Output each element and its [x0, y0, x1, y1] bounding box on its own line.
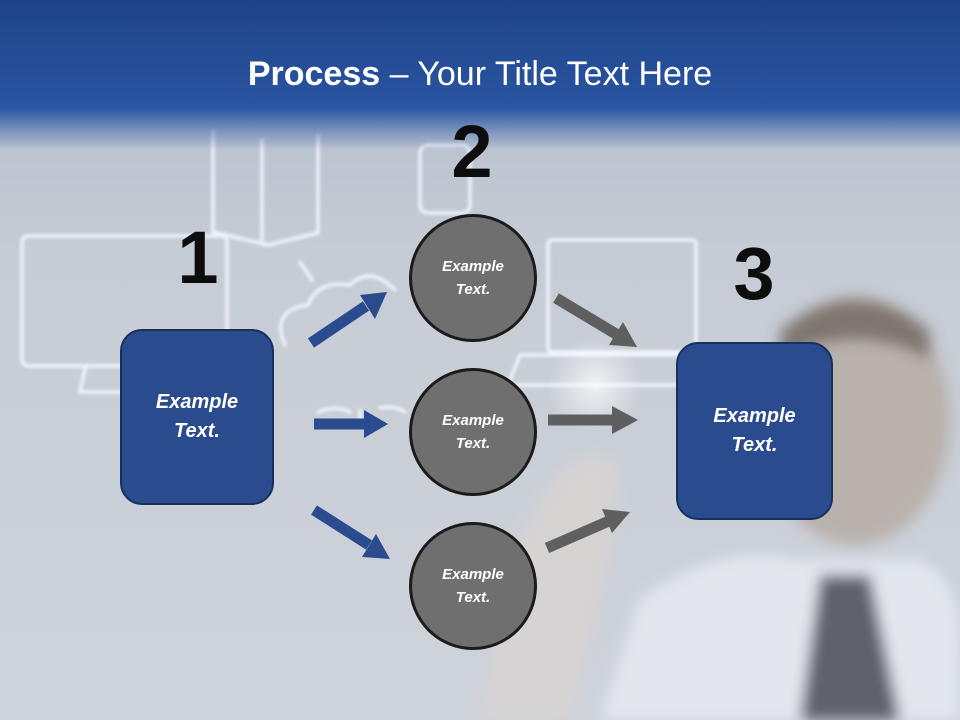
title-bar [0, 0, 960, 150]
circle-middle: Example Text. [409, 368, 537, 496]
title-rest: – Your Title Text Here [380, 55, 713, 93]
step-number-1: 1 [177, 216, 219, 299]
arrow-from-bottom [544, 509, 630, 554]
left-process-box: Example Text. [120, 329, 274, 505]
step-number-3: 3 [733, 232, 775, 315]
arrow-from-top [553, 293, 637, 347]
arrow-to-top [307, 292, 387, 348]
arrow-to-middle [314, 410, 388, 438]
circle-bottom: Example Text. [409, 522, 537, 650]
circle-top: Example Text. [409, 214, 537, 342]
title-strong: Process [247, 55, 381, 93]
slide-title: Process – Your Title Text Here [0, 52, 960, 96]
step-number-2: 2 [451, 110, 493, 193]
arrow-to-bottom [311, 505, 390, 559]
right-process-box: Example Text. [676, 342, 833, 520]
arrow-from-middle [548, 406, 638, 434]
